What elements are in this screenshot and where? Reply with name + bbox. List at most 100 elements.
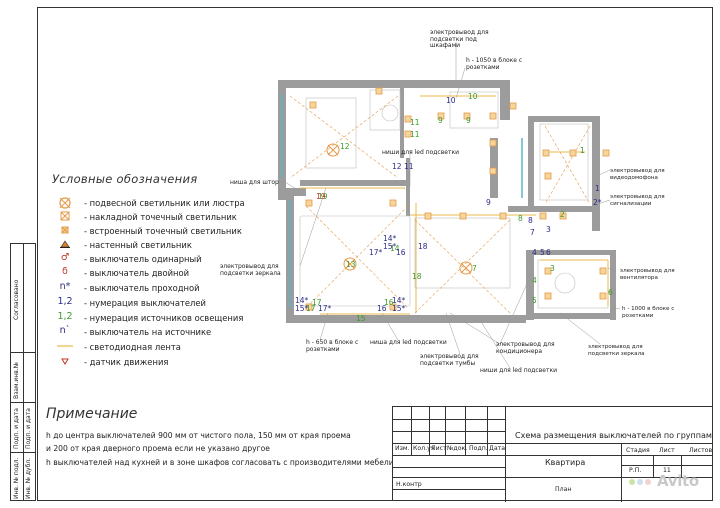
legend-item: ♂ - выключатель одинарный <box>40 252 290 266</box>
watermark-text: Avito <box>656 472 699 490</box>
motion-sensor-icon <box>50 355 80 369</box>
switch-number: 19 <box>316 192 326 201</box>
pass-switch-icon: n* <box>59 281 71 292</box>
double-switch-icon: ϭ <box>62 266 68 277</box>
note-line-3: h выключателей над кухней и в зоне шкафо… <box>46 458 394 467</box>
annotation-vanity-light: электровывод для подсветки тумбы <box>420 353 479 367</box>
annotation-curtain-niche: ниша для штор <box>230 179 279 186</box>
legend-item: n` - выключатель на источнике <box>40 325 290 339</box>
tb-sheet-label: Лист <box>659 447 675 454</box>
sidebar-col-2: Подп. и дата <box>13 408 20 449</box>
source-number: 7 <box>472 264 477 273</box>
annotation-mirror-light-2: электровывод для подсветки зеркала <box>588 344 645 357</box>
source-number: 19 <box>318 192 328 201</box>
source-number: 11 <box>410 130 420 139</box>
annotation-led-niches: ниши для led подсветки <box>382 149 459 156</box>
sidebar-col-1: Инв. № подл. <box>13 457 20 499</box>
tb-sheet-name: План <box>555 486 572 493</box>
avito-dot-icon <box>645 478 651 485</box>
switch-number: 10 <box>446 96 456 105</box>
annotation-ac: электровывод для кондиционера <box>496 341 555 355</box>
tb-stage-value: Р.П. <box>629 467 642 474</box>
source-number: 6 <box>608 288 613 297</box>
source-number: 16 <box>384 298 394 307</box>
switch-number: 17* <box>369 248 383 257</box>
legend-item: - датчик движения <box>40 355 290 369</box>
led-strip-icon <box>50 340 80 354</box>
switch-number: 9 <box>486 198 491 207</box>
avito-dot-icon <box>637 478 643 485</box>
switch-number: 15* <box>295 304 309 313</box>
source-number: 1 <box>580 146 585 155</box>
legend-item: - накладной точечный светильник <box>40 210 290 224</box>
legend-item: - встроенный точечный светильник <box>40 224 290 238</box>
annotation-cabinet-light: электровывод для подсветки под шкафами <box>430 29 489 49</box>
pendant-icon <box>50 196 80 210</box>
avito-dot-icon <box>629 478 635 485</box>
switch-number: 11 <box>404 162 414 171</box>
source-number: 11 <box>410 118 420 127</box>
source-number: 5 <box>532 296 537 305</box>
surface-spot-icon <box>50 210 80 224</box>
source-number: 4 <box>532 276 537 285</box>
switch-number: 15* <box>383 242 397 251</box>
recessed-spot-icon <box>50 224 80 238</box>
switch-number: 3 <box>546 225 551 234</box>
tb-object: Квартира <box>545 458 586 467</box>
drawing-frame <box>37 7 713 501</box>
note-line-2: и 200 от края дверного проема если не ук… <box>46 444 270 453</box>
tb-header-kol: Кол.уч <box>413 445 435 452</box>
tb-sheets-label: Листов <box>689 447 713 454</box>
sidebar-col-4: Инв. № дубл. <box>25 457 32 499</box>
title-block: Изм. Кол.уч Лист №док. Подп. Дата Схема … <box>392 406 713 502</box>
annotation-led-niche: ниша для led подсветки <box>370 339 447 346</box>
pendant-lights <box>326 143 473 275</box>
annotation-mirror-light-1: электровывод для подсветки зеркала <box>220 263 281 277</box>
source-number: 8 <box>518 214 523 223</box>
legend-item: - подвесной светильник или люстра <box>40 196 290 210</box>
annotation-led-niches-2: ниши для led подсветки <box>480 367 557 374</box>
sidebar-col-3: Взам.инв.№ <box>13 362 20 399</box>
switch-number: 14* <box>295 296 309 305</box>
switch-number: 16 <box>377 304 387 313</box>
watermark-logo: Avito <box>628 472 699 490</box>
light-guides <box>289 95 591 314</box>
sidebar-agreed: Согласовано <box>13 279 20 320</box>
tb-stage-label: Стадия <box>626 447 650 454</box>
switch-number: 8 <box>528 216 533 225</box>
tb-description: Схема размещения выключателей по группам <box>515 431 712 440</box>
source-number: 2 <box>560 210 565 219</box>
source-number: 9 <box>438 116 443 125</box>
switch-number: 5 <box>540 248 545 257</box>
sidebar-stamp: Согласовано Инв. № подл. Подп. и дата Вз… <box>10 243 36 501</box>
legend-item: - настенный светильник <box>40 238 290 252</box>
source-number: 3 <box>550 264 555 273</box>
annotation-h1050: h - 1050 в блоке с розетками <box>466 57 523 71</box>
switch-number: 6 <box>546 248 551 257</box>
notes-title: Примечание <box>46 406 138 422</box>
switch-number: 1 <box>595 184 600 193</box>
switch-number: 14* <box>383 234 397 243</box>
tb-header-sign: Подп. <box>469 445 488 452</box>
source-number: 10 <box>468 92 478 101</box>
annotation-intercom: электровывод для видеодомофона <box>610 168 665 181</box>
switch-numbering: 1,2 <box>57 296 73 307</box>
single-switch-icon: ♂ <box>60 252 70 263</box>
switch-number: 17* <box>318 304 332 313</box>
walls <box>278 80 616 323</box>
switch-number: 12 <box>392 162 402 171</box>
legend-title: Условные обозначения <box>52 172 198 186</box>
source-number: 9 <box>466 116 471 125</box>
switch-number: 16 <box>396 248 406 257</box>
recessed-spots <box>305 87 610 311</box>
floor-plan-svg <box>278 42 621 369</box>
legend-item: - светодиодная лента <box>40 340 290 354</box>
annotation-h1000: h - 1000 в блоке с розетками <box>622 306 675 319</box>
wall-light-icon <box>50 238 80 252</box>
legend-item: ϭ - выключатель двойной <box>40 266 290 280</box>
switch-number: 2* <box>593 198 602 207</box>
switch-number: 18 <box>418 242 428 251</box>
source-number: 14 <box>390 244 400 253</box>
switch-number: 14* <box>392 296 406 305</box>
legend-item: 1,2 - нумерация выключателей <box>40 296 290 310</box>
